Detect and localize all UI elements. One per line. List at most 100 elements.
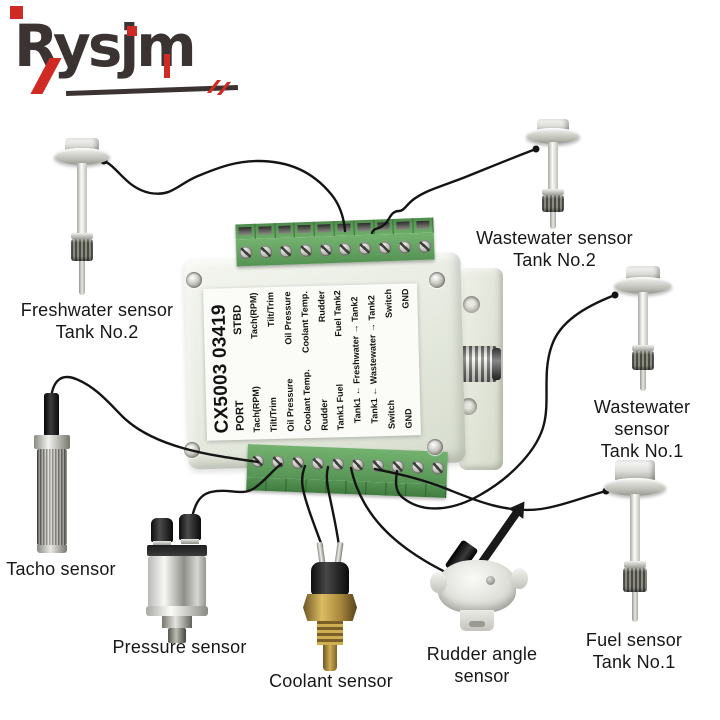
- enclosure-screw: [184, 442, 200, 458]
- stbd-label: STBD: [231, 304, 245, 336]
- body-lug: [511, 568, 528, 589]
- caption-wastewater-tank2: Wastewater sensor Tank No.2: [472, 227, 637, 271]
- sensor-tip: [640, 370, 646, 391]
- caption-line1: Wastewater sensor: [593, 397, 691, 439]
- sensor-float: [542, 195, 564, 212]
- pin-port: Switch: [385, 399, 397, 430]
- caption-freshwater-tank2: Freshwater sensor Tank No.2: [6, 299, 188, 343]
- body-screw: [486, 576, 495, 585]
- caption-coolant: Coolant sensor: [262, 670, 400, 692]
- body-rim: [146, 606, 208, 616]
- wastewater-tank1-sensor: [606, 266, 680, 392]
- pin-row: Coolant Temp. Coolant Temp.: [299, 291, 313, 431]
- sensor-float: [632, 351, 654, 370]
- fuel-tank1-sensor: [597, 460, 673, 624]
- device-label: CX5003 03419 PORT STBD Tach(RPM) Tach(RP…: [203, 283, 421, 441]
- enclosure-screw: [427, 439, 443, 455]
- rudder-angle-sensor: [424, 500, 534, 642]
- sensor-rod: [548, 142, 558, 192]
- freshwater-tank2-sensor: [40, 138, 130, 298]
- sensor-collar: [632, 345, 654, 351]
- caption-line2: Tank No.2: [513, 250, 596, 270]
- sensor-tip: [79, 261, 85, 295]
- sensor-rod: [630, 494, 640, 564]
- pin-row-wastewater: Tank1 ← Wastewater → Tank2: [366, 295, 380, 424]
- caption-tacho: Tacho sensor: [2, 558, 120, 580]
- pin-port: Tach(RPM): [251, 385, 263, 433]
- caption-line1: Coolant sensor: [269, 671, 393, 691]
- logo-red-square: [10, 6, 23, 19]
- sensor-flange: [526, 128, 580, 144]
- pin-row: Tank1 Fuel Fuel Tank2: [333, 290, 347, 430]
- caption-line1: Tacho sensor: [6, 559, 116, 579]
- sensor-rod: [638, 292, 648, 348]
- wire-freshwater-tank2: [102, 159, 347, 233]
- sensor-tip: [550, 212, 556, 229]
- sensor-cap: [615, 460, 655, 482]
- sensor-collar: [542, 189, 564, 195]
- pin-row: Tach(RPM) Tach(RPM): [249, 292, 263, 432]
- enclosure-screw: [429, 272, 445, 288]
- logo-red-accent-jdot: [127, 26, 137, 36]
- flange-hole: [463, 296, 480, 313]
- port-label: PORT: [233, 400, 247, 432]
- caption-line1: Freshwater sensor: [20, 300, 174, 320]
- chrome-body: [148, 556, 206, 608]
- pin-stbd: Oil Pressure: [282, 291, 294, 345]
- enclosure-screw: [186, 272, 202, 288]
- caption-line2: Tank No.1: [592, 652, 676, 672]
- sensor-float: [71, 239, 93, 261]
- sensor-rod: [77, 163, 87, 237]
- pin-port: Rudder: [318, 399, 330, 431]
- sensor-foot: [37, 545, 67, 553]
- body-lug: [430, 572, 447, 593]
- pin-port: GND: [402, 408, 414, 429]
- hex-nut: [162, 616, 192, 628]
- mount-base: [460, 610, 494, 631]
- tacho-sensor: [28, 393, 78, 558]
- pin-stbd: GND: [399, 288, 411, 309]
- thread-nipple: [168, 628, 186, 643]
- caption-line1: Pressure sensor: [112, 637, 247, 657]
- terminal-cap: [151, 518, 173, 542]
- pin-stbd: Switch: [382, 288, 394, 319]
- caption-fuel-tank1: Fuel sensor Tank No.1: [558, 629, 710, 673]
- probe-tip: [323, 645, 337, 671]
- sensor-collar: [71, 233, 93, 239]
- cap-collar: [181, 539, 199, 544]
- pin-row: Rudder Rudder: [316, 291, 330, 431]
- pin-stbd: Coolant Temp.: [298, 291, 311, 354]
- pin-port: Oil Pressure: [284, 378, 296, 432]
- brass-thread: [317, 621, 343, 645]
- brand-logo: Rysjm: [10, 4, 250, 100]
- pin-row: Oil Pressure Oil Pressure: [282, 291, 296, 431]
- device-label-content: CX5003 03419 PORT STBD Tach(RPM) Tach(RP…: [203, 283, 421, 441]
- logo-red-accent-m: [164, 54, 170, 78]
- pin-row: Tilt/Trim Tilt/Trim: [265, 292, 279, 432]
- knurled-body: [37, 449, 67, 545]
- cable-gland: [44, 393, 59, 437]
- caption-line1: Rudder angle sensor: [426, 644, 538, 686]
- sensor-tip: [632, 592, 638, 622]
- sensor-body: [438, 560, 516, 613]
- caption-wastewater-tank1: Wastewater sensor Tank No.1: [566, 396, 718, 462]
- top-plate: [147, 545, 207, 556]
- sensor-flange: [604, 478, 666, 496]
- pin-port: Tilt/Trim: [268, 397, 280, 433]
- brass-hex: [303, 594, 357, 621]
- pin-label-rows: Tach(RPM) Tach(RPM) Tilt/Trim Tilt/Trim …: [243, 288, 417, 432]
- bottom-terminal-block: [246, 444, 448, 498]
- caption-line1: Wastewater sensor: [476, 228, 633, 248]
- pin-port: Tank1 Fuel: [334, 383, 347, 431]
- sensor-flange: [614, 277, 672, 294]
- pin-stbd: Rudder: [315, 290, 327, 323]
- pin-stbd: Tach(RPM): [248, 292, 260, 339]
- wastewater-tank2-sensor: [521, 119, 587, 231]
- hex-nut: [34, 435, 70, 449]
- pin-row: GND GND: [400, 288, 414, 428]
- pin-row: Switch Switch: [383, 289, 397, 429]
- caption-line1: Fuel sensor: [585, 630, 683, 650]
- terminal-cap: [179, 514, 201, 540]
- pin-stbd: Tilt/Trim: [265, 291, 277, 328]
